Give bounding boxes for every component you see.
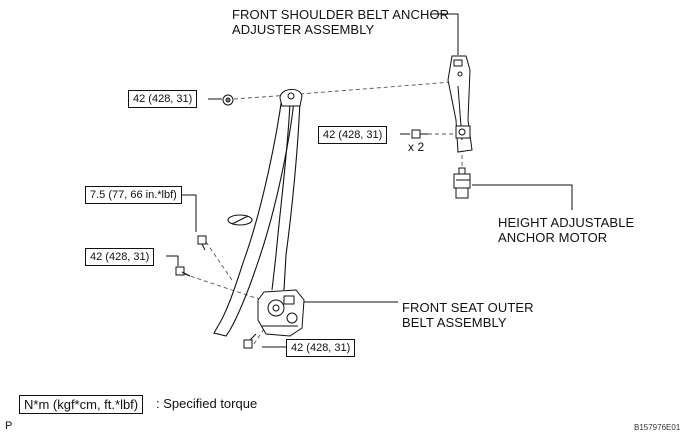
bolt-lower-3: [243, 333, 257, 349]
label-outer-belt-2: BELT ASSEMBLY: [402, 315, 507, 330]
seat-belt-webbing: [213, 96, 301, 337]
torque-box: 42 (428, 31): [85, 248, 155, 266]
leader-torque-4: [166, 255, 179, 266]
leader-motor: [472, 184, 573, 210]
adjuster-rail: [447, 55, 473, 153]
shoulder-anchor-dring: [279, 89, 303, 107]
torque-box: 42 (428, 31): [318, 126, 388, 144]
label-shoulder-anchor-2: ADJUSTER ASSEMBLY: [232, 22, 375, 37]
torque-box: 7.5 (77, 66 in.*lbf): [85, 186, 182, 204]
label-outer-belt-1: FRONT SEAT OUTER: [402, 300, 534, 315]
bolt-lower-2: [175, 266, 191, 277]
torque-box: 42 (428, 31): [286, 339, 356, 357]
assembly-line-7: [253, 325, 267, 345]
assembly-line-5: [205, 241, 233, 281]
leader-shoulder-anchor: [430, 13, 459, 55]
bolt-lower-1: [197, 235, 207, 251]
legend-description: : Specified torque: [156, 396, 258, 411]
bolt-adjuster: [411, 129, 428, 139]
retractor-assembly: [257, 289, 305, 337]
label-motor-1: HEIGHT ADJUSTABLE: [498, 215, 635, 230]
torque-box: 42 (428, 31): [128, 90, 198, 108]
label-shoulder-anchor-1: FRONT SHOULDER BELT ANCHOR: [232, 7, 450, 22]
anchor-motor: [453, 167, 471, 199]
assembly-line-1: [233, 94, 291, 100]
figure-id: B157976E01: [634, 423, 681, 432]
bolt-top: [222, 94, 234, 106]
label-motor-2: ANCHOR MOTOR: [498, 230, 608, 245]
legend-unit-box: N*m (kgf*cm, ft.*lbf): [19, 395, 144, 414]
assembly-line-6: [183, 273, 263, 301]
assembly-line-2: [299, 81, 453, 95]
corner-mark: P: [5, 420, 13, 432]
multiplier-label: x 2: [408, 140, 425, 154]
